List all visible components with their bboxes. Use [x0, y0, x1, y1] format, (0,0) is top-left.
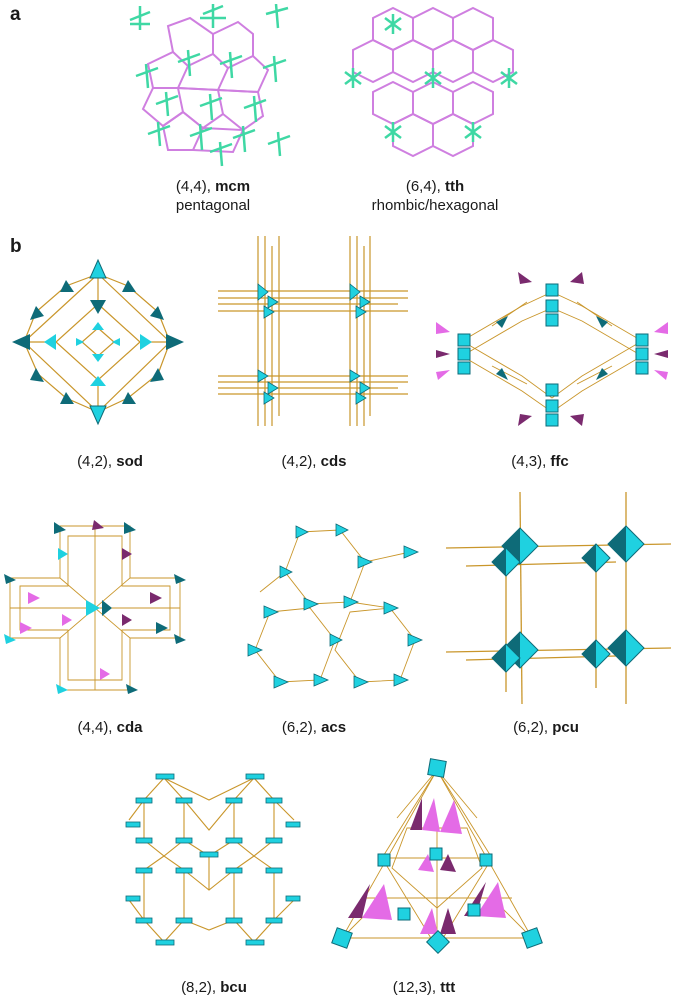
caption-ffc-prefix: (4,3),	[511, 453, 551, 470]
caption-cda-name: cda	[116, 719, 143, 736]
caption-cda-prefix: (4,4),	[77, 719, 117, 736]
caption-ffc-name: ffc	[550, 453, 569, 470]
caption-mcm: (4,4), mcm pentagonal	[103, 177, 323, 215]
caption-cds: (4,2), cds	[204, 452, 424, 471]
mcm-green-nodes	[129, 4, 291, 167]
caption-ttt-name: ttt	[440, 979, 456, 996]
cda-nodes	[4, 520, 186, 694]
caption-pcu-name: pcu	[552, 719, 579, 736]
pcu-net-figure	[446, 492, 671, 704]
caption-cds-prefix: (4,2),	[281, 453, 321, 470]
caption-tth-name: tth	[445, 178, 465, 195]
caption-ffc: (4,3), ffc	[430, 452, 650, 471]
caption-mcm-prefix: (4,4),	[175, 178, 216, 195]
pcu-nodes	[491, 525, 645, 673]
caption-bcu: (8,2), bcu	[104, 978, 324, 997]
caption-mcm-subtitle: pentagonal	[175, 197, 251, 214]
ttt-nodes	[331, 758, 543, 955]
caption-bcu-name: bcu	[220, 979, 247, 996]
bcu-nodes	[125, 773, 301, 946]
cds-net-figure	[218, 236, 408, 426]
cds-nodes	[257, 283, 371, 405]
caption-pcu-prefix: (6,2),	[513, 719, 553, 736]
bcu-net-figure	[125, 773, 301, 946]
caption-sod: (4,2), sod	[0, 452, 220, 471]
caption-ttt-prefix: (12,3),	[392, 979, 441, 996]
caption-acs-prefix: (6,2),	[281, 719, 322, 736]
caption-sod-name: sod	[116, 453, 143, 470]
caption-cda: (4,4), cda	[0, 718, 220, 737]
caption-bcu-prefix: (8,2),	[181, 979, 221, 996]
caption-ttt: (12,3), ttt	[314, 978, 534, 997]
caption-acs-name: acs	[321, 719, 347, 736]
acs-nodes	[247, 523, 424, 689]
caption-acs: (6,2), acs	[204, 718, 424, 737]
caption-tth-subtitle: rhombic/hexagonal	[371, 197, 499, 214]
caption-tth-prefix: (6,4),	[405, 178, 446, 195]
tth-net-figure	[344, 6, 518, 158]
caption-cds-name: cds	[320, 453, 347, 470]
acs-net-figure	[247, 523, 424, 689]
cda-net-figure	[4, 520, 186, 694]
mcm-net-figure	[129, 4, 291, 167]
ffc-nodes	[436, 272, 668, 427]
panel-label-a: a	[10, 4, 21, 25]
tth-green-nodes	[344, 14, 518, 142]
caption-pcu: (6,2), pcu	[436, 718, 656, 737]
sod-net-figure	[12, 258, 184, 426]
caption-mcm-name: mcm	[215, 178, 251, 195]
caption-tth: (6,4), tth rhombic/hexagonal	[325, 177, 545, 215]
panel-label-b: b	[10, 236, 22, 257]
ttt-net-figure	[331, 758, 543, 955]
mcm-violet-links	[141, 16, 270, 154]
caption-sod-prefix: (4,2),	[77, 453, 117, 470]
ffc-net-figure	[436, 272, 668, 427]
sod-nodes	[12, 258, 184, 426]
